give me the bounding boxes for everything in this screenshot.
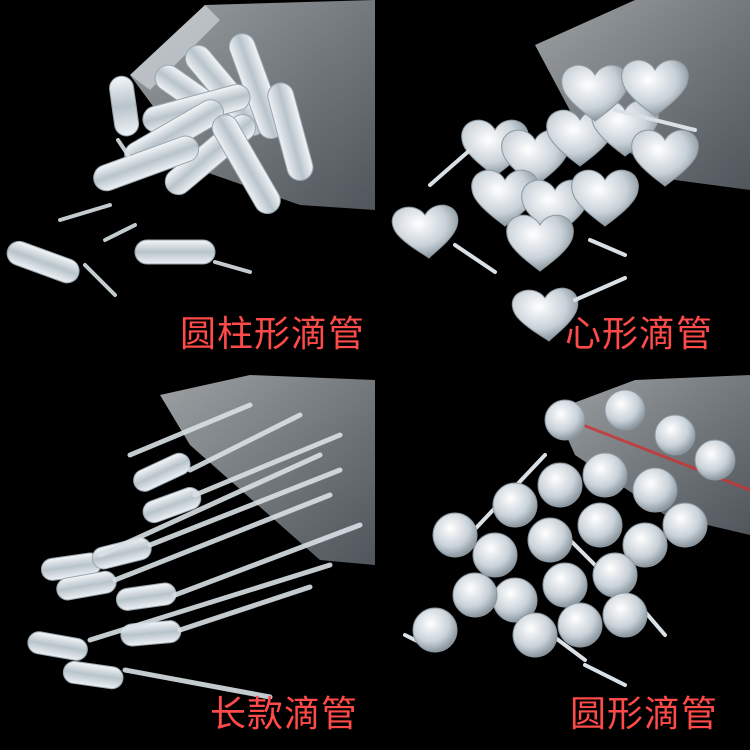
round-droppers-photo xyxy=(403,375,750,687)
cylindrical-droppers-photo xyxy=(6,0,375,297)
panel-long-droppers: 长款滴管 xyxy=(0,375,375,750)
caption-round-droppers: 圆形滴管 xyxy=(570,694,719,735)
caption-long-droppers: 长款滴管 xyxy=(210,694,359,735)
long-droppers-photo xyxy=(27,375,375,700)
panel-round-droppers: 圆形滴管 xyxy=(375,375,750,750)
panel-heart-droppers: 心形滴管 xyxy=(375,0,750,375)
panel-cylindrical-droppers: 圆柱形滴管 xyxy=(0,0,375,375)
heart-droppers-photo xyxy=(391,0,750,342)
caption-cylindrical-droppers: 圆柱形滴管 xyxy=(180,314,366,355)
caption-heart-droppers: 心形滴管 xyxy=(565,314,714,355)
